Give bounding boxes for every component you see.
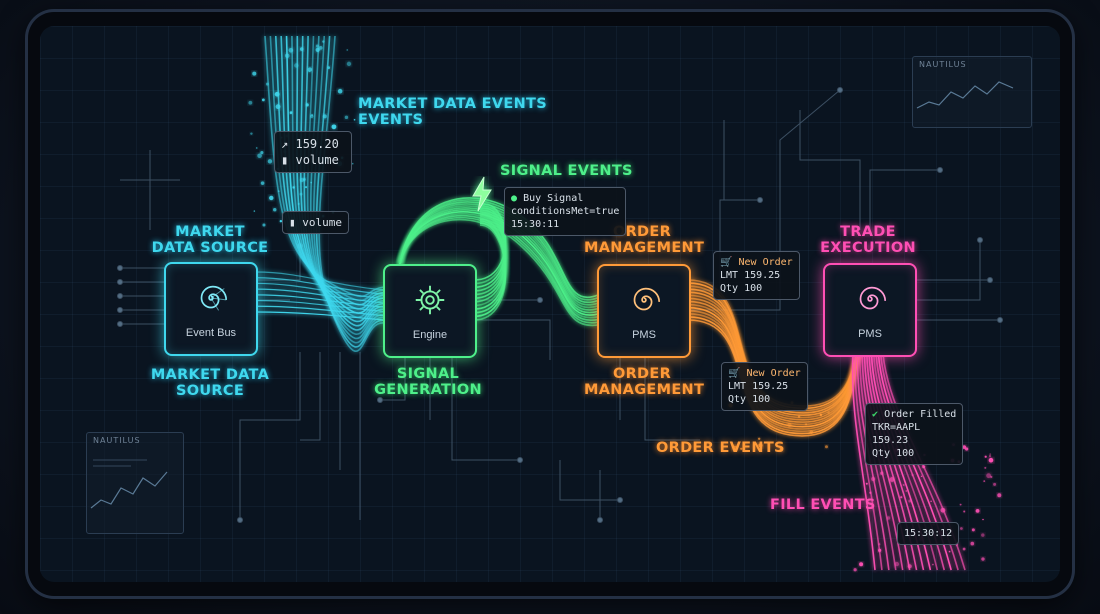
mini-chart-icon [87, 448, 177, 518]
label-market-data-events: MARKET DATA EVENTS EVENTS [358, 96, 547, 128]
new-order-tooltip-1: 🛒 New Order LMT 159.25 Qty 100 [713, 251, 800, 300]
label-signal-generation: SIGNAL GENERATION [370, 366, 486, 398]
bar-chart-icon: ▮ [281, 153, 288, 167]
price-sub: volume [295, 153, 338, 167]
fill-time: 15:30:12 [904, 528, 952, 539]
engine-node[interactable]: Engine [383, 264, 477, 358]
label-order-events: ORDER EVENTS [656, 440, 785, 456]
node-label: PMS [632, 329, 656, 341]
shopping-cart-icon: 🛒 [720, 257, 732, 268]
tooltip-title: Buy Signal [523, 193, 583, 204]
label-market-data-source-top: MARKET DATA SOURCE [150, 224, 270, 256]
tooltip-title: New Order [746, 368, 800, 379]
tooltip-line: conditionsMet=true [511, 205, 619, 218]
price-tooltip: ↗ 159.20 ▮ volume [274, 131, 352, 173]
price-value: 159.20 [295, 137, 338, 151]
label-market-data-source-bottom: MARKET DATA SOURCE [150, 367, 270, 399]
bar-chart-icon: ▮ [289, 216, 296, 229]
tooltip-title: Order Filled [884, 409, 956, 420]
node-label: Event Bus [186, 327, 236, 339]
check-box-icon: ✔ [872, 409, 878, 420]
fill-time-tooltip: 15:30:12 [897, 522, 959, 545]
panel-title: NAUTILUS [913, 57, 1031, 72]
label-fill-events: FILL EVENTS [770, 497, 876, 513]
tooltip-line: LMT 159.25 [728, 380, 801, 393]
pms-trade-node[interactable]: PMS [823, 263, 917, 357]
tooltip-line: TKR=AAPL [872, 421, 956, 434]
tooltip-line: Qty 100 [720, 282, 793, 295]
tooltip-line: LMT 159.25 [720, 269, 793, 282]
nautilus-shell-icon [192, 279, 230, 317]
pms-order-node[interactable]: PMS [597, 264, 691, 358]
dashboard-panel-bottom-left: NAUTILUS [86, 432, 184, 534]
gear-icon [411, 281, 449, 319]
dashboard-panel-top-right: NAUTILUS [912, 56, 1032, 128]
volume-tooltip: ▮ volume [282, 211, 349, 234]
new-order-tooltip-2: 🛒 New Order LMT 159.25 Qty 100 [721, 362, 808, 411]
lightning-bolt-icon [470, 176, 494, 212]
node-label: Engine [413, 329, 447, 341]
label-trade-execution: TRADE EXECUTION [810, 224, 926, 256]
nautilus-shell-icon [625, 281, 663, 319]
node-label: PMS [858, 328, 882, 340]
trend-up-icon: ↗ [281, 137, 288, 151]
tooltip-title: New Order [738, 257, 792, 268]
tooltip-line: 159.23 [872, 434, 956, 447]
status-dot-icon: ● [511, 193, 517, 204]
label-signal-events: SIGNAL EVENTS [500, 163, 633, 179]
order-filled-tooltip: ✔ Order Filled TKR=AAPL 159.23 Qty 100 [865, 403, 963, 465]
volume-label: volume [302, 216, 342, 229]
label-order-management-bottom: ORDER MANAGEMENT [584, 366, 700, 398]
nautilus-shell-icon [851, 280, 889, 318]
panel-title: NAUTILUS [87, 433, 183, 448]
buy-signal-tooltip: ● Buy Signal conditionsMet=true 15:30:11 [504, 187, 626, 236]
tooltip-line: Qty 100 [872, 447, 956, 460]
mini-chart-icon [913, 72, 1023, 112]
tooltip-line: Qty 100 [728, 393, 801, 406]
event-bus-node[interactable]: Event Bus [164, 262, 258, 356]
shopping-cart-icon: 🛒 [728, 368, 740, 379]
tooltip-line: 15:30:11 [511, 218, 619, 231]
